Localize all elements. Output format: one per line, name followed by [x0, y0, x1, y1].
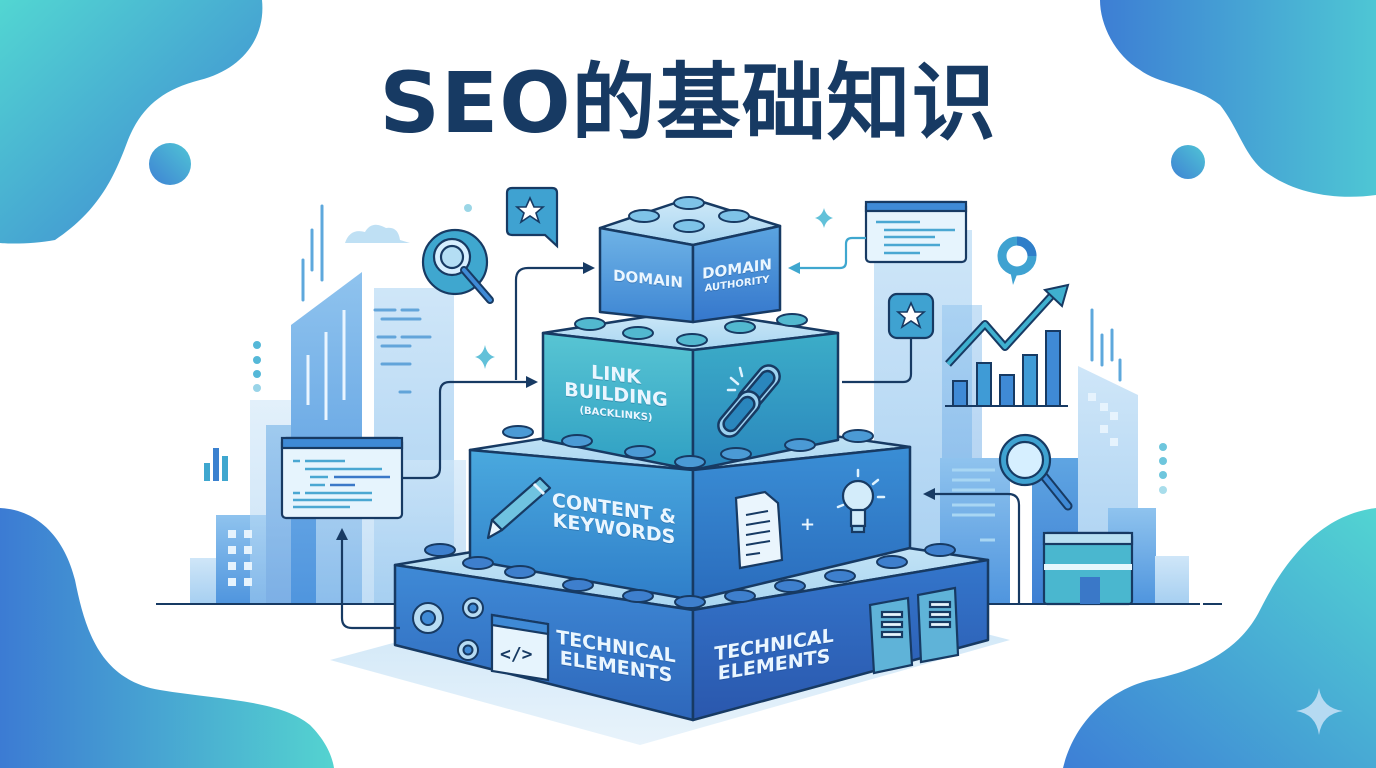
cloud-icon	[345, 224, 410, 243]
magnifier-badge-icon	[421, 228, 494, 304]
tier-domain	[598, 196, 782, 324]
code-window-icon: </>	[490, 613, 550, 682]
donut-chart-icon	[997, 236, 1037, 285]
lego-studs	[424, 196, 956, 609]
blob-bottom-left	[0, 508, 334, 768]
plus-icon: +	[800, 514, 815, 535]
code-window-icon-left	[280, 436, 404, 520]
svg-text:</>: </>	[500, 644, 533, 665]
blob-top-right	[1100, 0, 1376, 197]
gears-icon	[412, 597, 484, 661]
growth-bar-chart-icon	[945, 283, 1070, 407]
chain-link-icon	[717, 364, 781, 438]
star-speech-bubble-icon	[505, 186, 559, 249]
blob-top-left	[0, 0, 263, 244]
dot-top-right	[1171, 145, 1205, 179]
code-window-icon-right	[864, 200, 968, 264]
sparkle-icon	[1296, 688, 1343, 735]
pencil-icon	[486, 476, 552, 540]
dot-top-left	[149, 143, 191, 185]
connector-arrows	[340, 266, 1021, 630]
blob-bottom-right	[1063, 508, 1376, 768]
page-title: SEO的基础知识	[379, 54, 997, 152]
lightbulb-icon	[841, 479, 875, 534]
document-icon	[734, 490, 784, 570]
browser-window-icon	[1042, 531, 1134, 606]
server-icon	[868, 586, 960, 675]
star-badge-icon	[887, 292, 935, 340]
magnifier-icon	[998, 433, 1073, 511]
